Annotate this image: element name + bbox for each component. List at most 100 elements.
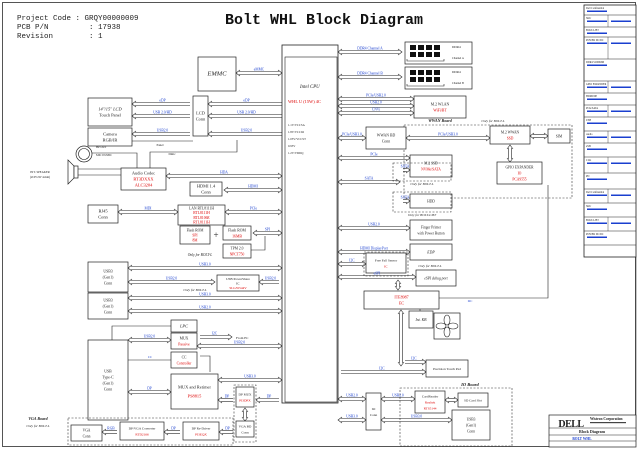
typec-conn-label: (Gen1) xyxy=(103,382,114,386)
usb3-bus-1-label: USB3.0 xyxy=(199,263,211,267)
wwan-gpio-bus-arrow xyxy=(506,144,514,150)
rev-row-title: CLK xyxy=(586,159,591,162)
typec-conn-label: USB xyxy=(104,370,112,374)
lan-controller-label: RTL8111H xyxy=(193,220,210,224)
ddr-label: Channel A xyxy=(452,57,464,60)
audio-codec-label: RT3DXXX xyxy=(133,177,154,182)
touch-pad-label: Precision Touch Pad xyxy=(433,367,461,371)
dp-mux-vga-bus-arrow xyxy=(241,407,249,413)
hp-line xyxy=(92,152,138,170)
hda-bus-arrow xyxy=(165,172,171,180)
io-usb3-port-bus-arrow xyxy=(447,416,453,424)
rev-row-value xyxy=(587,208,607,210)
wlan-usb-bus-arrow xyxy=(409,102,415,110)
lcd-block-label: Touch Panel xyxy=(99,113,122,118)
hdd-note: Only for BOLT-L/BT xyxy=(408,213,437,217)
project-code-label: Project Code : xyxy=(17,15,81,23)
rev-row-title: PCIe/SATA xyxy=(586,107,598,110)
mux-cpu-bus-arrow xyxy=(196,342,202,350)
gpio-ec-label: I2C xyxy=(468,299,473,303)
cam-usb-bus-arrow xyxy=(131,130,137,138)
vga-conn-label: VGA xyxy=(83,429,91,433)
emmc-bus-arrow xyxy=(235,69,241,77)
espi-bus-arrow xyxy=(411,273,417,281)
dp-mux-retimer-arrow xyxy=(217,396,223,404)
rev-row-value xyxy=(587,64,607,66)
wwan-pcie-bus-label: PCIe/USB3.0 xyxy=(342,133,362,137)
hdd-block-label: HDD xyxy=(427,200,435,204)
usb3-bus-1-arrow xyxy=(277,264,283,272)
usb-port-1-label: Conn xyxy=(104,282,112,286)
usb-power-share-label: IC xyxy=(236,282,240,286)
dp-mux-retimer-label: DP xyxy=(225,395,230,399)
revision-value: : 1 xyxy=(89,33,103,41)
mux-ec-bus-arrow xyxy=(227,333,233,341)
emmc-bus-arrow xyxy=(277,69,283,77)
rev-row-title: Dell Confidential xyxy=(586,7,604,10)
hdmi-conn xyxy=(189,181,223,197)
flash-rom-left-label: SPI xyxy=(192,234,198,238)
ec-block-label: EC xyxy=(399,301,404,306)
lcd-conn-label: Conn xyxy=(196,117,206,122)
cpu-label: Intel CPU xyxy=(299,85,320,90)
typec-dp-bus-label: DP xyxy=(147,387,152,391)
edp-block-label: EDP xyxy=(426,251,435,255)
dp-to-vga-converter-label: DP/VGA Converter xyxy=(129,427,157,431)
flash-rom-right-label: Flash ROM xyxy=(228,229,246,233)
retimer-cpu-bus-arrow xyxy=(277,376,283,384)
usb3-bus-2-label: USB3.0 xyxy=(199,293,211,297)
pcb-value: : 17938 xyxy=(89,24,121,32)
vga-board-label: VGA Board xyxy=(28,416,48,421)
rev-row-title: SKU xyxy=(586,17,591,20)
mux-block-label: Passive xyxy=(178,343,190,347)
io-usb3-bus-arrow xyxy=(337,416,343,424)
cpu-usb-cam-bus-arrow xyxy=(207,130,213,138)
card-reader-label: RTS5144 xyxy=(424,407,437,411)
retimer-cpu-bus-arrow xyxy=(217,376,223,384)
io-usb-port-label: USB3 xyxy=(467,418,476,422)
dram-chip xyxy=(410,77,416,82)
hdd-sata-bus-label: SATA xyxy=(401,196,410,200)
fan-blade xyxy=(435,322,447,330)
cc-controller xyxy=(170,351,198,369)
lan-controller xyxy=(177,204,226,226)
mdi-bus-label: MDI xyxy=(145,207,153,211)
dram-chip xyxy=(426,52,432,57)
ddr-bus-1-arrow xyxy=(397,73,403,81)
fan-sensor-bus-arrow xyxy=(361,260,367,268)
ddr-label: Channel B xyxy=(452,82,464,85)
gpio-ec-line xyxy=(439,185,549,299)
dp-mux-area xyxy=(233,384,257,443)
vga-rgb-bus-arrow xyxy=(101,428,107,436)
card-reader-label: CardReader xyxy=(422,395,439,399)
dram-chip xyxy=(434,52,440,57)
card-sd-bus-arrow xyxy=(453,396,459,404)
usb2-cpu-bus-1-arrow xyxy=(258,278,264,286)
vga-bd-redriver-bus-arrow xyxy=(218,428,224,436)
lpc-block-label: LPC xyxy=(179,324,188,329)
mux-cpu-bus-label: USB2.0 xyxy=(234,341,246,345)
card-reader xyxy=(414,390,446,414)
wlan-cnvi-bus-label: CNVi xyxy=(372,108,380,112)
ssd-note: Only for BOLT-L xyxy=(410,182,433,186)
hdmi-bus-label: HDMI xyxy=(248,185,258,189)
speaker-label: (2CH 2W 4ohm) xyxy=(30,175,50,179)
speaker-label: INT. SPEAKER xyxy=(30,170,50,174)
lan-controller-label: RTL8111H xyxy=(193,211,210,215)
rev-row-value xyxy=(587,194,607,196)
ddr-outline xyxy=(406,59,445,62)
lcd-usb-bus-arrow xyxy=(131,112,137,120)
audio-codec-label: ALC3204 xyxy=(135,183,153,188)
usb2-bus-2-label: USB2.0 xyxy=(199,306,211,310)
cc-controller-label: CC xyxy=(182,356,187,360)
tp-i2c-bus-label: I2C xyxy=(411,357,417,361)
gpio-expander-label: IO xyxy=(518,172,522,176)
dram-chip xyxy=(418,52,424,57)
cpu-note: 1.8V/VCCIO xyxy=(288,130,305,134)
rj45-conn-label: RJ45 xyxy=(98,209,108,214)
hda-bus-label: HDA xyxy=(220,171,228,175)
rev-row-value xyxy=(587,86,607,88)
espi-bus-label: eSPI xyxy=(374,272,382,276)
io-usb3-port-bus-label: USB3.0 xyxy=(411,415,423,419)
wwan-bd-conn-label: WWAN BD xyxy=(377,134,396,138)
